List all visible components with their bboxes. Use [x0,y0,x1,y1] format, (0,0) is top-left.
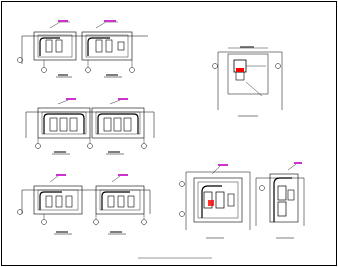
detail-view-top-right [212,46,283,117]
plan-view-3 [25,98,155,155]
section-view-1 [179,164,251,239]
section-view-2 [255,162,305,239]
plan-view-5 [17,174,151,235]
plan-view-1 [17,20,148,78]
